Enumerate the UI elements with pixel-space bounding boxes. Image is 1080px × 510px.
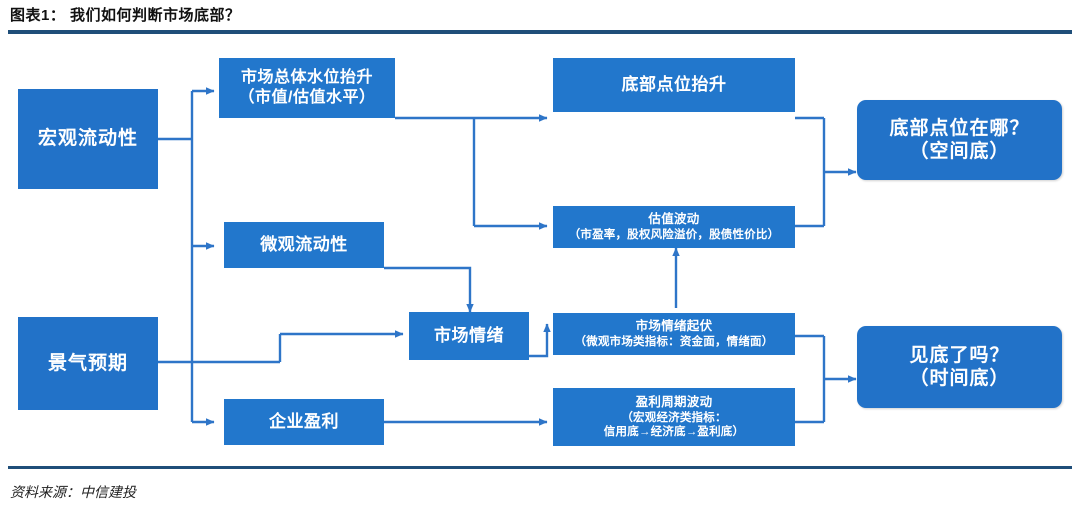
node-earnings-cycle-line-2: 信用底→经济底→盈利底）: [603, 425, 745, 438]
edge-microliquidity-to-sentiment: [384, 266, 474, 313]
node-market-sentiment[interactable]: 市场情绪: [409, 312, 529, 360]
node-micro-liquidity-line-0: 微观流动性: [260, 234, 348, 254]
node-where-is-bottom[interactable]: 底部点位在哪？ （空间底）: [857, 100, 1062, 180]
node-has-it-bottomed-line-1: （时间底）: [909, 368, 1010, 389]
node-has-it-bottomed-line-0: 见底了吗？: [909, 344, 1010, 366]
node-has-it-bottomed[interactable]: 见底了吗？ （时间底）: [857, 326, 1062, 408]
node-macro-liquidity[interactable]: 宏观流动性: [18, 89, 158, 189]
node-sentiment-swings-line-1: （微观市场类指标：资金面，情绪面）: [574, 335, 774, 348]
node-corporate-earnings-line-0: 企业盈利: [269, 411, 339, 431]
footer-divider: [8, 466, 1072, 469]
node-bottom-level-rise-line-0: 底部点位抬升: [621, 74, 727, 94]
node-overall-water-level[interactable]: 市场总体水位抬升 （市值/估值水平）: [219, 58, 395, 118]
node-bottom-level-rise[interactable]: 底部点位抬升: [553, 58, 795, 112]
node-earnings-cycle-line-0: 盈利周期波动: [635, 395, 713, 410]
node-sentiment-swings[interactable]: 市场情绪起伏 （微观市场类指标：资金面，情绪面）: [553, 313, 795, 355]
node-micro-liquidity[interactable]: 微观流动性: [224, 222, 384, 268]
node-corporate-earnings[interactable]: 企业盈利: [224, 399, 384, 445]
node-valuation-fluctuation-line-1: （市盈率，股权风险溢价，股债性价比）: [568, 228, 780, 241]
node-macro-liquidity-line-0: 宏观流动性: [37, 128, 138, 150]
node-prosperity-expectation[interactable]: 景气预期: [18, 317, 158, 410]
title-divider: [8, 30, 1072, 34]
node-valuation-fluctuation-line-0: 估值波动: [648, 212, 700, 227]
node-where-is-bottom-line-0: 底部点位在哪？: [889, 117, 1030, 139]
flowchart-canvas: 宏观流动性 景气预期 市场总体水位抬升 （市值/估值水平） 微观流动性 市场情绪: [0, 36, 1080, 464]
node-where-is-bottom-line-1: （空间底）: [909, 141, 1010, 162]
edge-sentiment-to-swings: [529, 323, 551, 358]
node-overall-water-level-line-1: （市值/估值水平）: [238, 89, 376, 106]
source-note: 资料来源：中信建投: [10, 484, 136, 500]
node-overall-water-level-line-0: 市场总体水位抬升: [240, 69, 373, 87]
node-sentiment-swings-line-0: 市场情绪起伏: [635, 319, 713, 334]
page-title: 图表1： 我们如何判断市场底部？: [10, 7, 241, 24]
node-earnings-cycle[interactable]: 盈利周期波动 （宏观经济类指标： 信用底→经济底→盈利底）: [553, 388, 795, 446]
node-valuation-fluctuation[interactable]: 估值波动 （市盈率，股权风险溢价，股债性价比）: [553, 206, 795, 248]
node-earnings-cycle-line-1: （宏观经济类指标：: [621, 411, 727, 424]
node-market-sentiment-line-0: 市场情绪: [434, 325, 504, 345]
node-prosperity-expectation-line-0: 景气预期: [47, 352, 128, 374]
connector-layer: [158, 87, 857, 426]
